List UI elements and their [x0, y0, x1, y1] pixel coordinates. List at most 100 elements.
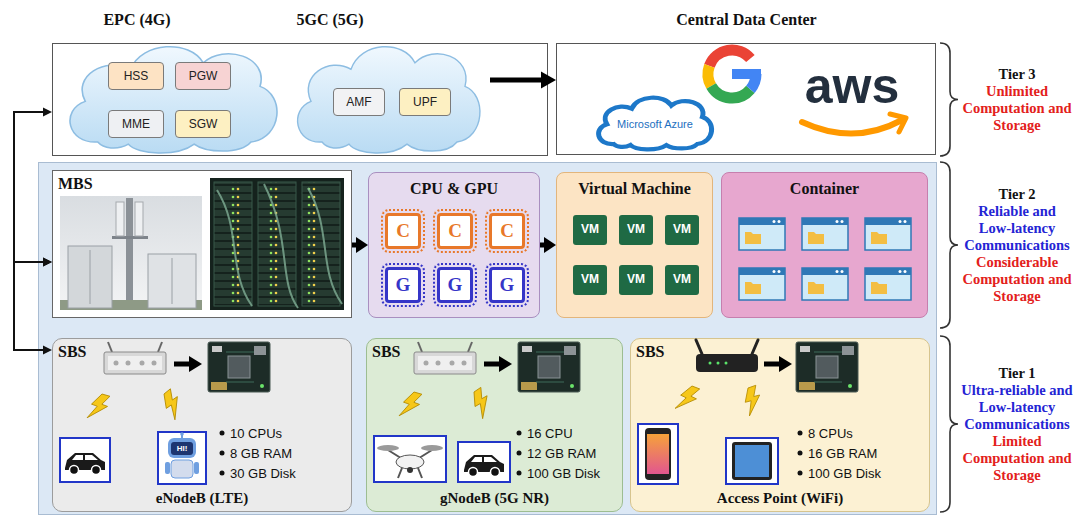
text-slot: 16 GB RAM [808, 446, 923, 462]
nr-station-illustration-part [517, 431, 522, 436]
nr-station-illustration-part [470, 386, 494, 419]
tier-text-group: Tier 2Reliable and Low-latency Communica… [961, 162, 1073, 328]
wifi-station-illustration-part [798, 471, 803, 476]
wifi-station-illustration-part [764, 356, 792, 372]
text-slot: VM [619, 215, 653, 243]
text-slot: C [440, 216, 470, 246]
tier-description: Limited Computation and Storage [961, 433, 1073, 484]
heading-text: CPU & GPU [369, 179, 539, 199]
connector [352, 237, 368, 253]
virtual-machine-icon: VM [619, 265, 653, 295]
label-slot: HI! [171, 443, 193, 454]
text-slot: eNodeB (LTE) [53, 489, 351, 508]
heading-text: Virtual Machine [557, 179, 712, 199]
nr-station-illustration-part [377, 445, 399, 451]
text-slot: C [492, 216, 522, 246]
cloud-shape-part [298, 47, 480, 153]
text-slot: Container [722, 179, 927, 199]
lte-station-illustration-part [171, 442, 193, 455]
data-center-logos-part [732, 69, 761, 79]
wifi-station-illustration-part [673, 382, 702, 415]
wifi-station-illustration-part [735, 445, 769, 477]
nr-station-illustration-part [421, 445, 443, 451]
base-station-photos-part [90, 250, 91, 304]
wifi-station-illustration-part [709, 362, 712, 365]
data-center-logos-part [709, 50, 750, 66]
small-base-station: SBS8 CPUs16 GB RAM100 GB DiskAccess Poin… [630, 338, 930, 512]
label-slot: aws [792, 60, 912, 112]
wifi-station-illustration-part [645, 428, 671, 480]
arrow-head [43, 258, 52, 267]
lte-station-illustration-part [194, 462, 199, 474]
spec-item: 8 CPUs [808, 426, 923, 442]
nr-station-illustration-part [518, 342, 580, 392]
container-icons-part [739, 268, 785, 300]
vm-text: VM [665, 265, 699, 293]
text-slot: SBS [58, 342, 118, 362]
tier-description: Considerable Computation and Storage [961, 254, 1073, 305]
data-center-logos-part [708, 66, 711, 86]
base-station-photos-part [60, 196, 202, 310]
text-slot: gNodeB (5G NR) [367, 489, 622, 508]
logo-text: Microsoft Azure [600, 118, 710, 131]
heading-text: eNodeB (LTE) [53, 489, 351, 508]
lte-station-illustration-part [208, 342, 270, 392]
wifi-station-illustration-part [725, 362, 728, 365]
connector [540, 237, 556, 253]
text-slot: SGW [176, 111, 230, 137]
processor-chip: C [489, 213, 525, 249]
spec-item: 100 GB Disk [808, 466, 923, 482]
core-network-cloud: EPC (4G)HSSPGWMMESGW [52, 8, 285, 156]
text-slot: G [440, 270, 470, 300]
tier-bracket [940, 43, 958, 156]
tier-description: Reliable and Low-latency Communications [961, 203, 1073, 254]
connector [14, 108, 52, 267]
wifi-station-illustration-part [798, 451, 803, 456]
spec-item: 12 GB RAM [527, 446, 619, 462]
arrow-head [43, 108, 52, 117]
core-function-box: UPF [399, 88, 451, 116]
wifi-station-illustration-part [744, 385, 762, 416]
cloud-shape-part [70, 47, 277, 153]
nr-station-illustration-part [396, 455, 424, 469]
lte-station-illustration-part [160, 388, 186, 422]
text-slot: MBS [58, 174, 118, 194]
nr-station-illustration-part [484, 356, 512, 372]
vm-text: VM [619, 215, 653, 243]
text-slot: VM [665, 265, 699, 293]
text-slot: MME [109, 111, 163, 137]
lte-station-illustration-part [60, 438, 110, 482]
nr-station-illustration-part [517, 451, 522, 456]
function-name: AMF [334, 89, 384, 115]
container-icons-part [802, 268, 848, 300]
text-slot: Virtual Machine [557, 179, 712, 199]
lte-station-illustration-part [220, 471, 225, 476]
processor-chip: G [489, 267, 525, 303]
text-slot: VM [619, 265, 653, 293]
processor-chip: C [385, 213, 421, 249]
macro-base-station: MBS [52, 170, 352, 318]
tier-description: Tier 1 [961, 365, 1073, 382]
text-slot: UPF [400, 89, 450, 115]
chip-letter: C [492, 216, 522, 246]
function-name: PGW [176, 63, 230, 89]
text-slot: SBS [372, 342, 432, 362]
virtual-machine-icon: VM [619, 215, 653, 245]
text-slot: HSS [109, 63, 163, 89]
lte-station-illustration-part [174, 356, 202, 372]
core-function-box: AMF [333, 88, 385, 116]
lte-station-illustration-part [165, 462, 170, 474]
cloud-shape [285, 8, 490, 156]
container-icons-part [802, 218, 848, 250]
lte-station-illustration-part [168, 438, 196, 458]
arrow-head [43, 346, 52, 355]
heading-text: SBS [58, 342, 118, 362]
text-slot: SBS [636, 342, 696, 362]
heading-text: SBS [636, 342, 696, 362]
text-slot: G [492, 270, 522, 300]
wifi-station-illustration-part [732, 442, 772, 480]
heading-text: Central Data Center [556, 10, 937, 30]
text-slot: Central Data Center [556, 10, 937, 30]
function-name: HSS [109, 63, 163, 89]
